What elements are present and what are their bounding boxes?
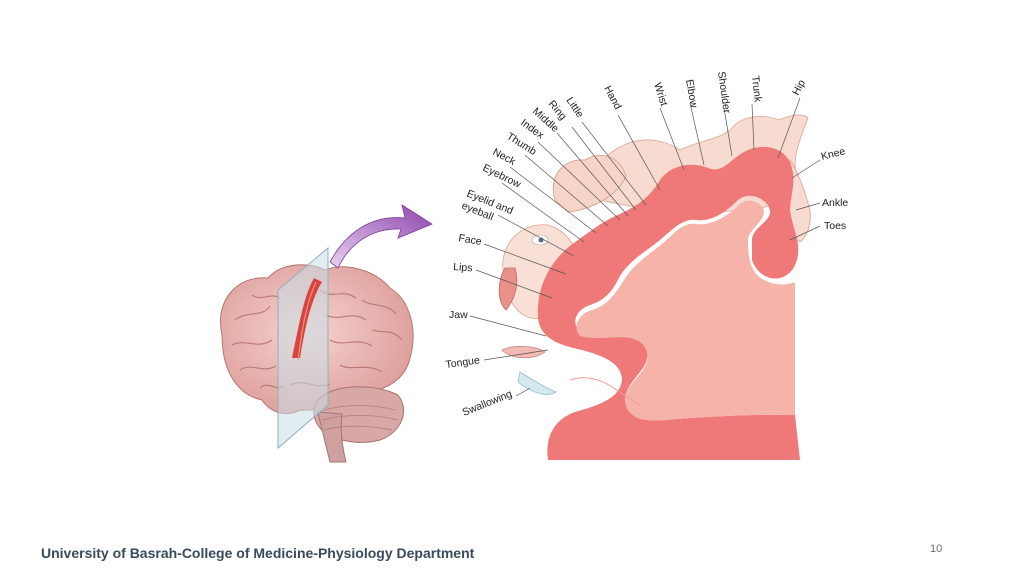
brain-brainstem	[317, 411, 347, 463]
page-number: 10	[930, 543, 943, 555]
motor-cortex-strip	[292, 278, 322, 358]
label-eyebrow: Eyebrow	[481, 162, 523, 191]
label-knee: Knee	[820, 145, 847, 163]
label-swallowing: Swallowing	[461, 388, 514, 419]
label-neck: Neck	[491, 146, 518, 168]
label-shoulder: Shoulder	[715, 71, 733, 115]
label-toes: Toes	[824, 220, 846, 232]
label-elbow: Elbow	[683, 78, 700, 109]
label-hand: Hand	[601, 84, 623, 112]
cortex-section	[537, 146, 800, 460]
label-wrist: Wrist	[651, 81, 670, 107]
coronal-plane	[277, 246, 329, 450]
arrow-to-homunculus	[329, 204, 433, 269]
brain-illustration	[220, 246, 414, 463]
label-ankle: Ankle	[822, 197, 848, 209]
label-jaw: Jaw	[449, 309, 468, 321]
leader-lines	[469, 97, 821, 397]
label-trunk: Trunk	[749, 75, 764, 103]
label-little: Little	[564, 95, 586, 120]
cortex-inner	[576, 200, 795, 421]
label-tongue: Tongue	[445, 354, 481, 371]
label-lips: Lips	[453, 261, 473, 274]
label-hip: Hip	[790, 78, 808, 98]
footer-department: University of Basrah-College of Medicine…	[41, 545, 475, 561]
cortex-outer	[537, 146, 800, 460]
label-face: Face	[457, 232, 482, 248]
